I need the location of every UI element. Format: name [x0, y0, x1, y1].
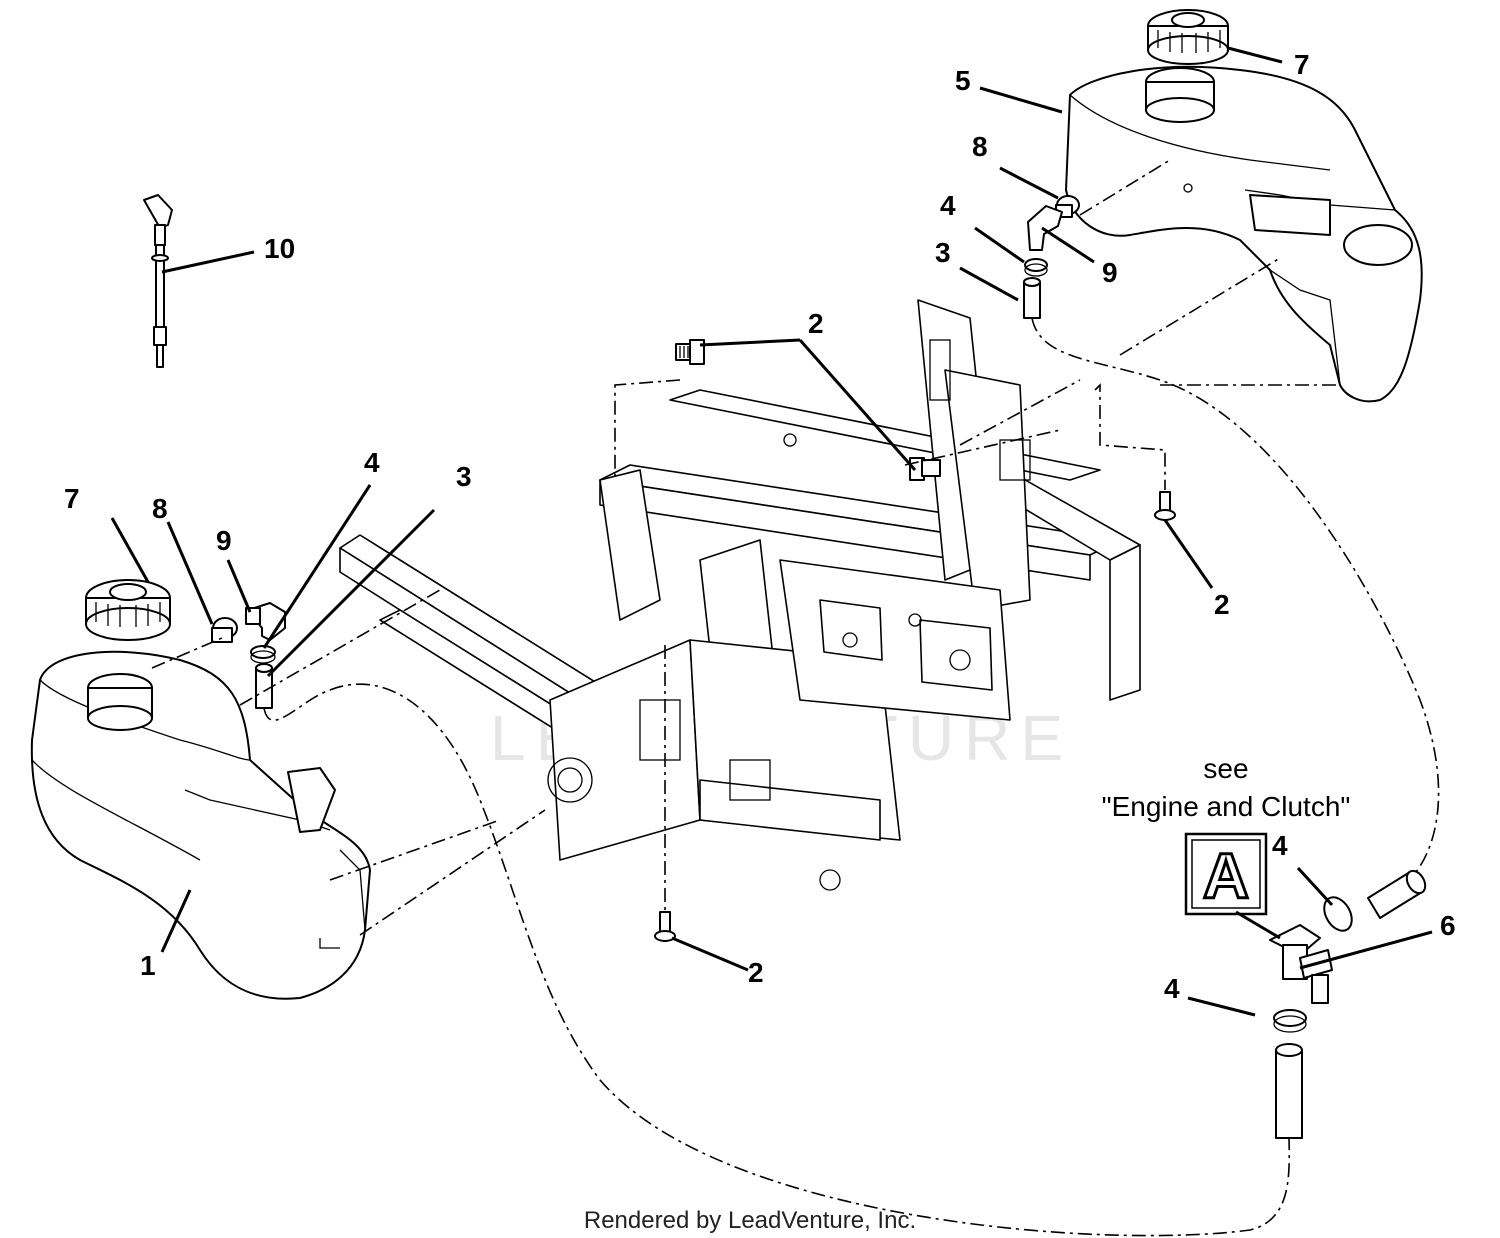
fuel-cap-left	[85, 579, 171, 641]
callout-4-lower: 4	[1164, 973, 1180, 1004]
reference-note-line2: "Engine and Clutch"	[1102, 791, 1351, 822]
reference-note-line1: see	[1203, 753, 1248, 784]
callout-9-right: 9	[1102, 257, 1118, 288]
callout-2-bottom: 2	[748, 957, 764, 988]
chassis-frame	[339, 299, 1141, 891]
bolt-bottom	[654, 911, 676, 942]
callout-4-upper: 4	[1272, 830, 1288, 861]
fuel-hose-left	[255, 663, 273, 709]
callout-1: 1	[140, 950, 156, 981]
grommet-left	[211, 617, 238, 643]
elbow-fitting-left	[245, 602, 286, 641]
grommet-right	[1055, 195, 1080, 218]
fuel-hose-upper	[1367, 869, 1427, 919]
bolt-top	[675, 339, 705, 365]
footer-credit: Rendered by LeadVenture, Inc.	[584, 1207, 916, 1234]
callout-2-right: 2	[1214, 589, 1230, 620]
bolt-right	[1154, 491, 1176, 521]
tee-fitting	[1269, 924, 1333, 1004]
callout-10: 10	[264, 233, 295, 264]
fuel-cap-right	[1147, 9, 1229, 65]
fuel-hose-lower	[1275, 1043, 1303, 1139]
fuel-gauge-sender	[143, 194, 173, 368]
callout-7-right: 7	[1294, 49, 1310, 80]
callout-4-right: 4	[940, 190, 956, 221]
callout-2-top: 2	[808, 308, 824, 339]
callout-3-right: 3	[935, 237, 951, 268]
callout-leader-lines	[110, 46, 1433, 1017]
right-fuel-tank	[1065, 65, 1423, 403]
callout-6: 6	[1440, 910, 1456, 941]
reference-box-letter: A	[1203, 840, 1249, 912]
callout-8-right: 8	[972, 131, 988, 162]
callout-9-left: 9	[216, 525, 232, 556]
fuel-hose-right	[1023, 277, 1041, 319]
hose-clamp-right	[1024, 258, 1048, 277]
callout-7-left: 7	[64, 483, 80, 514]
callout-4-left: 4	[364, 447, 380, 478]
hose-clamp-lower	[1273, 1009, 1307, 1033]
callout-5: 5	[955, 65, 971, 96]
left-fuel-tank	[30, 650, 371, 1000]
elbow-fitting-right	[1027, 205, 1063, 251]
reference-box-a: A	[1184, 832, 1268, 916]
hose-clamp-left	[250, 645, 276, 664]
callout-8-left: 8	[152, 493, 168, 524]
assembly-routing-lines	[151, 159, 1440, 1237]
callout-3-left: 3	[456, 461, 472, 492]
callout-numbers: 1 2 2 2 3 3 4 4 4 4 5 6 7 7 8 8 9 9 10	[64, 49, 1456, 1004]
